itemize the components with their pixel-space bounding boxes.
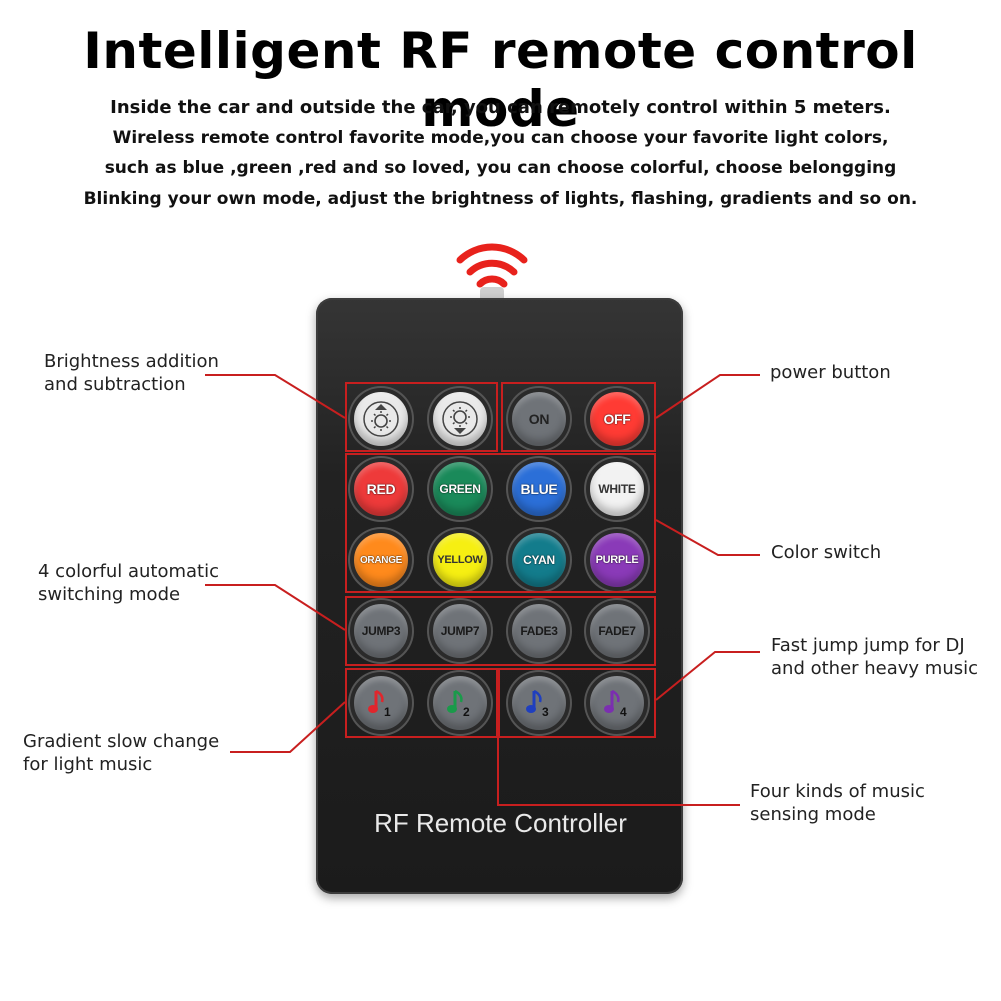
callout-auto-mode-line-1: 4 colorful automatic [38,561,219,582]
music-note-icon: 3 [526,689,549,719]
cyan-button-label: CYAN [523,553,555,567]
jump3-button-label: JUMP3 [361,624,401,638]
callout-auto-mode-line-2: switching mode [38,584,181,605]
white-button-label: WHITE [598,482,636,496]
callout-brightness: Brightness addition and subtraction [44,350,219,396]
description-line-3: such as blue ,green ,red and so loved, y… [104,158,897,178]
callout-fast-jump-line-1: Fast jump jump for DJ [771,635,965,656]
cyan-button[interactable]: CYAN [508,529,570,591]
fade7-button-label: FADE7 [598,624,636,638]
brightness-down-icon [442,401,478,437]
music-4-number: 4 [620,705,627,719]
remote-body [316,298,683,894]
callout-color-switch-line-1: Color switch [771,542,882,563]
jump7-button-label: JUMP7 [440,624,480,638]
callout-music-line-1: Four kinds of music [750,781,925,802]
orange-button[interactable]: ORANGE [350,529,412,591]
remote-label: RF Remote Controller [374,808,627,838]
music-1-button[interactable]: 1 [350,672,412,734]
music-2-button[interactable]: 2 [429,672,491,734]
callout-brightness-line-2: and subtraction [44,374,186,395]
on-button[interactable]: ON [508,388,570,450]
fade3-button-label: FADE3 [520,624,558,638]
orange-button-label: ORANGE [359,554,403,566]
callout-music-line-2: sensing mode [750,804,876,825]
fade7-button[interactable]: FADE7 [586,600,648,662]
green-button[interactable]: GREEN [429,458,491,520]
callout-power-line-1: power button [770,362,891,383]
blue-button-label: BLUE [520,481,558,497]
callout-music: Four kinds of music sensing mode [750,780,925,826]
description-line-4: Blinking your own mode, adjust the brigh… [83,189,918,209]
music-note-icon: 1 [368,689,391,719]
red-button[interactable]: RED [350,458,412,520]
music-note-icon: 2 [447,689,470,719]
off-button[interactable]: OFF [586,388,648,450]
purple-button-label: PURPLE [595,554,639,566]
callout-brightness-line-1: Brightness addition [44,351,219,372]
brightness-up-icon [363,401,399,437]
callout-color-switch: Color switch [771,541,881,564]
callout-fast-jump-line-2: and other heavy music [771,658,979,679]
blue-button[interactable]: BLUE [508,458,570,520]
music-1-number: 1 [384,705,391,719]
music-note-icon: 4 [604,689,627,719]
jump7-button[interactable]: JUMP7 [429,600,491,662]
music-2-number: 2 [463,705,470,719]
callout-gradient-line-1: Gradient slow change [23,731,220,752]
on-button-label: ON [528,411,550,427]
remote-antenna [480,287,504,301]
wireless-signal-icon [456,243,528,288]
page-title: Intelligent RF remote control mode [83,22,918,138]
music-3-number: 3 [542,705,549,719]
brightness-down-button[interactable] [429,388,491,450]
callout-auto-mode: 4 colorful automatic switching mode [38,560,219,606]
jump3-button[interactable]: JUMP3 [350,600,412,662]
off-button-label: OFF [603,411,631,427]
yellow-button[interactable]: YELLOW [429,529,491,591]
description-line-1: Inside the car and outside the car, you … [110,97,891,118]
callout-gradient: Gradient slow change for light music [23,730,219,776]
callout-fast-jump: Fast jump jump for DJ and other heavy mu… [771,634,978,680]
fade3-button[interactable]: FADE3 [508,600,570,662]
music-4-button[interactable]: 4 [586,672,648,734]
brightness-up-button[interactable] [350,388,412,450]
description-line-2: Wireless remote control favorite mode,yo… [112,128,889,148]
yellow-button-label: YELLOW [437,554,483,566]
white-button[interactable]: WHITE [586,458,648,520]
callout-gradient-line-2: for light music [23,754,153,775]
callout-power: power button [770,361,891,384]
music-3-button[interactable]: 3 [508,672,570,734]
purple-button[interactable]: PURPLE [586,529,648,591]
green-button-label: GREEN [439,482,481,496]
red-button-label: RED [366,481,396,497]
